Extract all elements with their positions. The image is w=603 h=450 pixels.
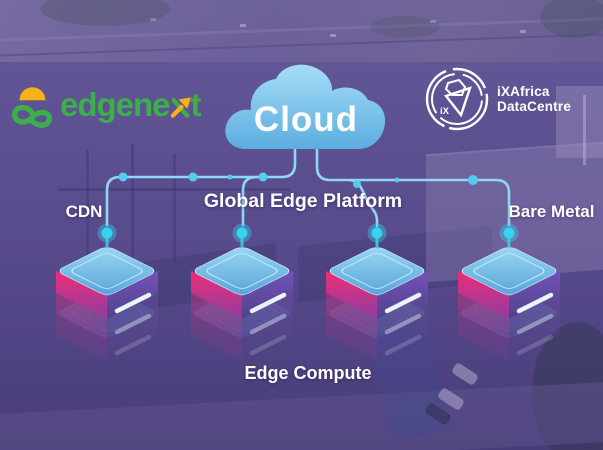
connector-lines [105, 145, 511, 228]
cdn-label: CDN [65, 202, 103, 221]
ixafrica-wordmark: iXAfrica DataCentre [497, 84, 571, 114]
ix-badge-text: iX [440, 106, 450, 117]
ixafrica-line1: iXAfrica [497, 83, 550, 99]
trees [532, 322, 603, 450]
car-dot [430, 20, 436, 23]
lattice-tower [131, 144, 134, 264]
light-pole [583, 95, 586, 165]
cloud-label: Cloud [254, 100, 358, 139]
edge-compute-label: Edge Compute [244, 363, 372, 383]
edgenext-logo: edgene t [6, 80, 202, 130]
edgenext-sun-loop-icon [12, 87, 52, 128]
bare-metal-label: Bare Metal [508, 202, 595, 221]
stylized-x-arrow-icon [170, 96, 191, 118]
edge-stack-2 [191, 246, 293, 361]
car-dot [330, 34, 336, 37]
steel-beam [58, 188, 290, 191]
car-dot [150, 18, 156, 21]
trees [370, 16, 440, 38]
car-dot [520, 30, 526, 33]
wordmark-pre: edgene [60, 86, 171, 123]
car-dot [240, 24, 246, 27]
edge-stack-3 [326, 246, 428, 361]
ixafrica-badge-icon: iX [425, 67, 489, 131]
ixafrica-line2: DataCentre [497, 99, 572, 114]
trees [40, 0, 170, 26]
edge-stack-cdn [56, 246, 158, 361]
wordmark-post: t [190, 86, 202, 123]
lattice-tower [86, 150, 89, 262]
lattice-tower [173, 154, 176, 262]
edgenext-wordmark: edgene t [60, 86, 202, 124]
stack-node-icon [232, 223, 252, 247]
global-edge-platform-label: Global Edge Platform [203, 190, 403, 212]
edge-stack-bare-metal [458, 246, 560, 361]
stack-node-icon [367, 223, 387, 247]
stack-node-icon [499, 223, 519, 247]
connector-dots [118, 172, 478, 188]
stack-node-icon [97, 223, 117, 247]
cloud-icon: Cloud [225, 64, 386, 149]
ixafrica-logo: iX iXAfrica DataCentre [424, 66, 571, 132]
small-building [556, 86, 603, 158]
trees [540, 0, 603, 38]
